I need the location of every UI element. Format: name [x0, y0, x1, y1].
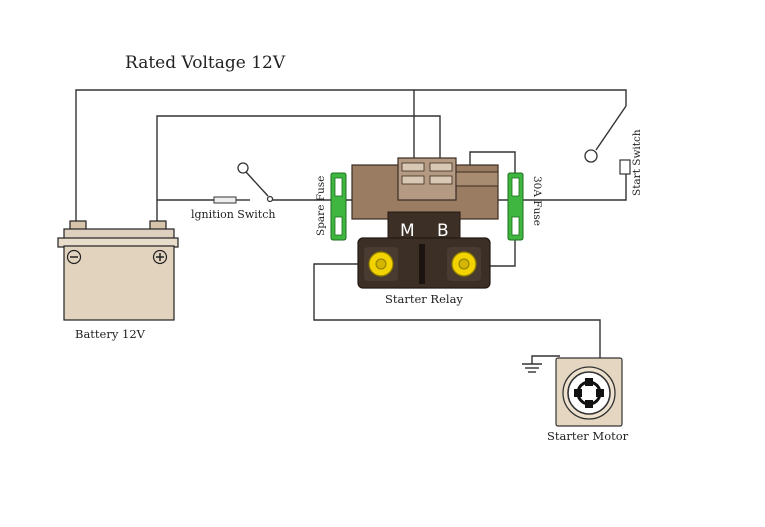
- fuse-30a-label: 30A Fuse: [531, 176, 543, 226]
- wire-m-terminal-to-motor: [313, 263, 601, 360]
- diagram-title: Rated Voltage 12V: [125, 53, 286, 73]
- wire-fuse-to-start-switch: [522, 172, 627, 201]
- wire-battery-to-start-switch: [75, 89, 627, 224]
- ground-icon: [522, 363, 542, 373]
- starter-relay: [351, 157, 499, 289]
- battery-label: Battery 12V: [75, 327, 146, 341]
- starter-relay-label: Starter Relay: [385, 292, 463, 306]
- starter-motor-label: Starter Motor: [547, 429, 629, 443]
- b-terminal-icon: [447, 247, 481, 281]
- battery-minus-terminal-icon: [66, 249, 82, 265]
- wire-battery-to-relay-coil: [156, 115, 441, 224]
- fuse-30a: [507, 172, 524, 241]
- spare-fuse-label: Spare Fuse: [315, 176, 327, 236]
- start-switch-label: Start Switch: [631, 129, 643, 196]
- ignition-switch-label: lgnition Switch: [191, 208, 275, 221]
- ignition-switch: [213, 162, 274, 204]
- start-switch: [584, 105, 631, 175]
- motor-shaft-icon: [574, 378, 604, 408]
- terminal-m-label: M: [400, 221, 415, 241]
- battery-plus-terminal-icon: [152, 249, 168, 265]
- wire-ground: [531, 355, 560, 364]
- m-terminal-icon: [364, 247, 398, 281]
- wire-relay-to-fuse: [469, 151, 516, 176]
- spare-fuse: [330, 172, 347, 241]
- terminal-b-label: B: [437, 221, 449, 241]
- wire-fuse-to-b-terminal: [484, 238, 516, 267]
- battery: [57, 220, 179, 321]
- starter-motor: [555, 357, 623, 427]
